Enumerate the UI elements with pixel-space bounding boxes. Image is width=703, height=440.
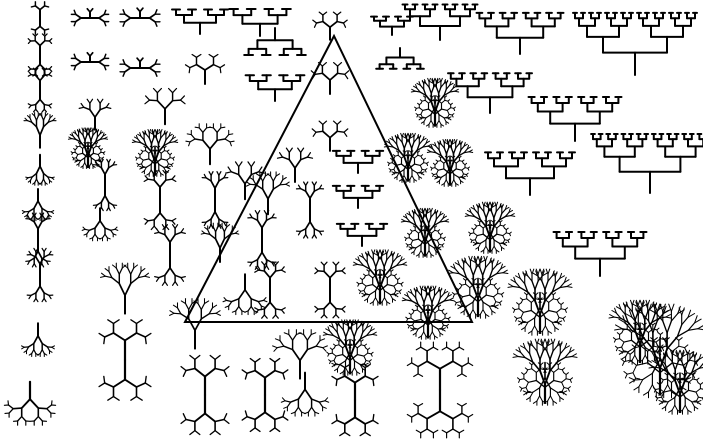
biomorph-glyph (313, 12, 347, 40)
biomorph-glyph (401, 208, 448, 257)
biomorph-glyph (333, 186, 383, 208)
biomorph-glyph (155, 225, 186, 286)
biomorph-glyph (99, 320, 151, 400)
biomorph-glyph (71, 9, 108, 26)
biomorph-glyph (229, 9, 291, 36)
biomorph-glyph (22, 189, 53, 221)
biomorph-glyph (273, 330, 328, 379)
biomorph-glyph (411, 78, 458, 127)
biomorph-glyph (477, 13, 564, 54)
biomorph-glyph (332, 364, 378, 435)
biomorph-glyph (120, 58, 160, 76)
biomorph-glyph (402, 286, 454, 339)
biomorph-glyph (93, 159, 116, 210)
biomorph-glyph (28, 34, 52, 76)
biomorph-glyph (376, 48, 424, 69)
biomorph-glyph (591, 134, 703, 193)
biomorph-glyph (315, 262, 345, 318)
biomorph-glyph (144, 171, 176, 230)
biomorph-glyph (242, 359, 288, 432)
biomorph-glyph (26, 213, 50, 267)
biomorph-glyph (4, 382, 55, 425)
biomorph-glyph (554, 232, 647, 276)
biomorph-glyph (323, 320, 377, 375)
biomorph-glyph (145, 89, 185, 125)
biomorph-glyph (201, 223, 239, 262)
biomorph-glyph (223, 274, 267, 314)
biomorph-glyph (371, 17, 413, 35)
biomorph-glyph (244, 28, 306, 55)
biomorph-glyph (172, 10, 228, 35)
biomorph-glyph (513, 339, 577, 405)
biomorph-glyph (337, 224, 387, 246)
biomorph-glyph (31, 2, 48, 34)
biomorph-glyph (82, 208, 118, 241)
biomorph-glyph (609, 300, 671, 364)
biomorph-glyph (384, 133, 431, 182)
biomorph-glyph (186, 55, 225, 85)
biomorph-glyph (26, 155, 55, 185)
biomorph-glyph (79, 99, 111, 130)
biomorph-glyph (246, 75, 305, 101)
biomorph-glyph (353, 250, 407, 305)
biomorph-glyph (255, 262, 285, 318)
biomorph-glyph (407, 342, 472, 438)
biomorph-glyph (120, 8, 160, 26)
biomorph-glyph (186, 124, 234, 164)
biomorph-glyph (448, 256, 508, 318)
biomorph-glyph (427, 140, 472, 187)
biomorph-glyph (465, 202, 515, 253)
biomorph-glyph (101, 263, 150, 313)
biomorph-glyph (24, 113, 56, 148)
biomorph-glyph (312, 121, 348, 151)
biomorph-glyph (170, 299, 221, 349)
biomorph-glyph (297, 182, 324, 238)
biomorph-glyphs (4, 2, 703, 438)
biomorph-glyph (71, 53, 108, 70)
biomorph-glyph (248, 211, 276, 270)
biomorph-glyph (22, 323, 55, 356)
biomorph-glyph (181, 356, 229, 435)
biomorph-glyph (485, 152, 575, 195)
biomorph-glyph (403, 5, 478, 41)
biomorph-glyph (333, 151, 383, 173)
biomorph-glyph (132, 130, 177, 177)
biomorph-glyph (202, 172, 228, 229)
biomorph-glyph (281, 373, 328, 417)
biomorph-glyph (28, 68, 51, 112)
biomorph-glyph (573, 13, 697, 75)
biomorph-glyph (508, 269, 572, 335)
biomorph-glyph (448, 73, 532, 113)
